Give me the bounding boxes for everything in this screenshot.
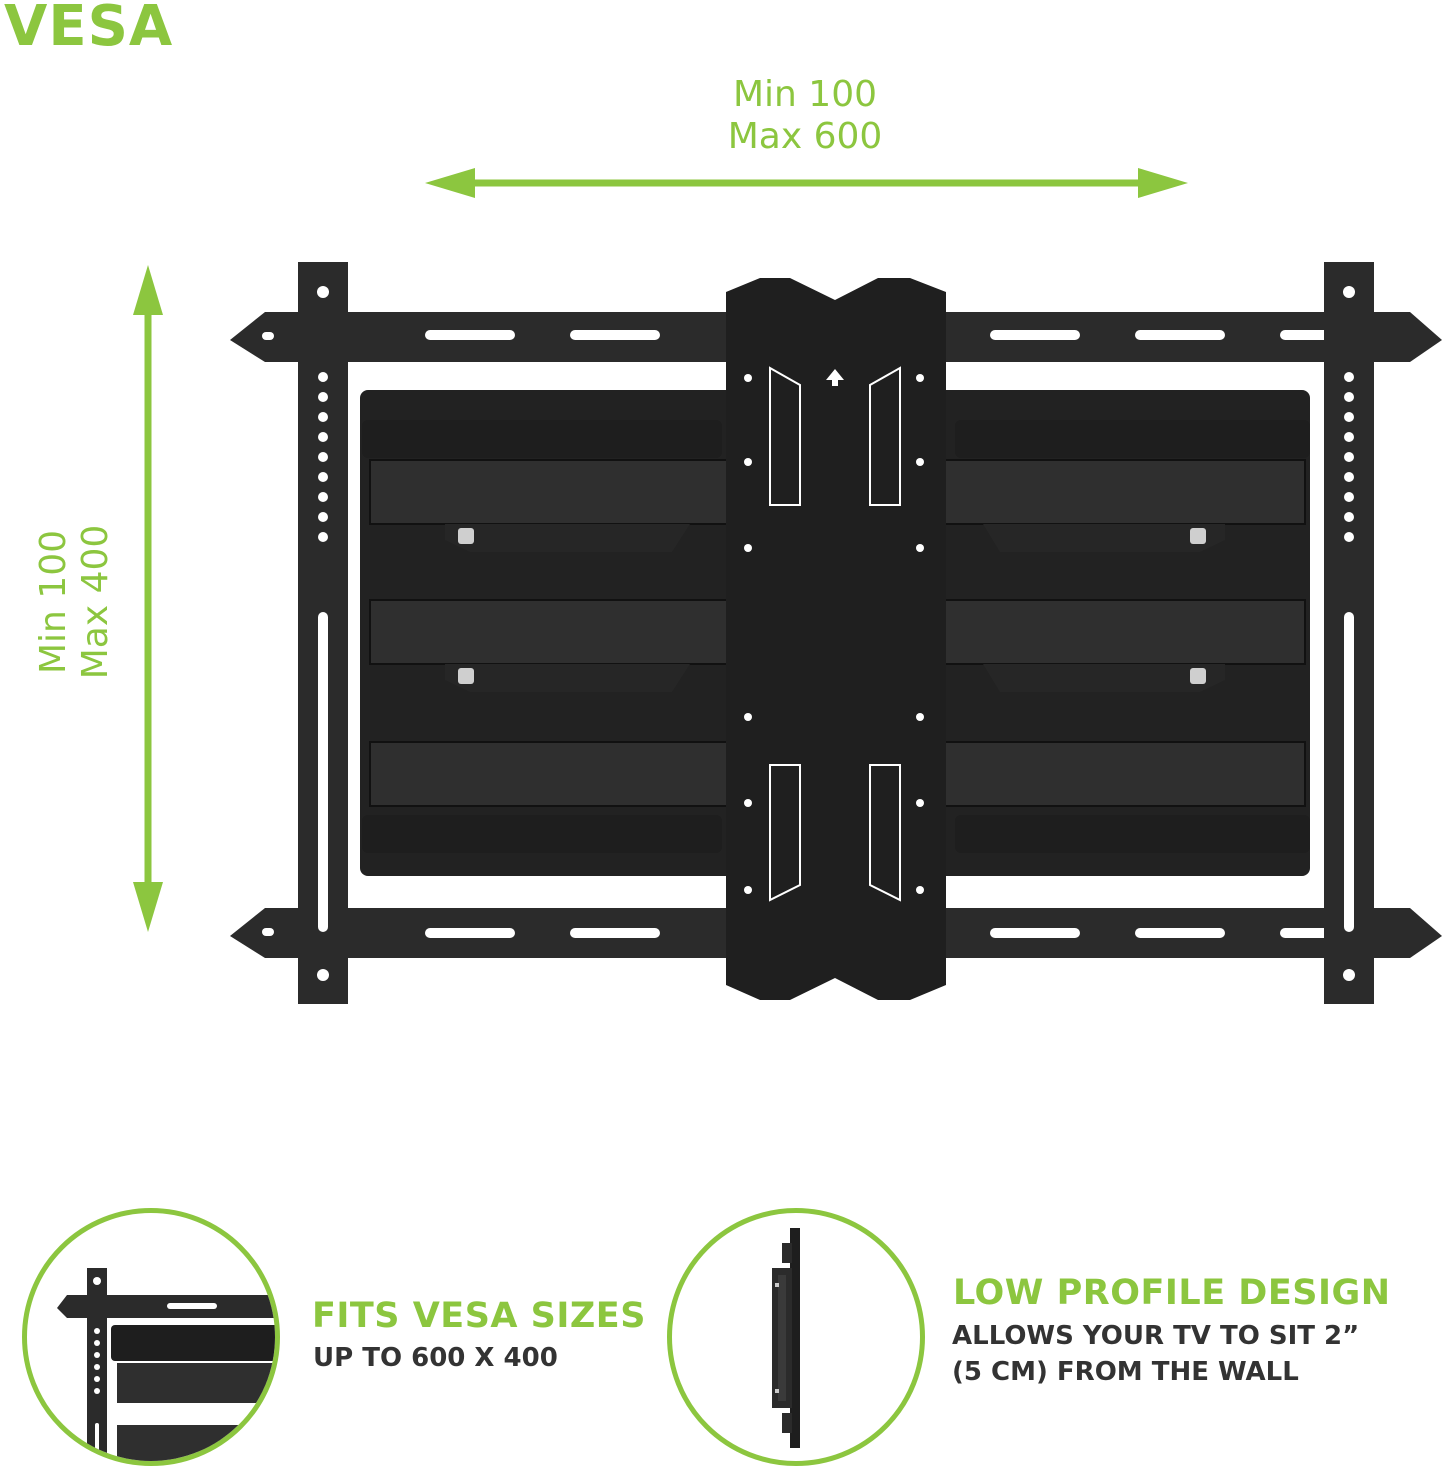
page-title: VESA (4, 0, 174, 59)
mount-side-profile-icon (667, 1208, 925, 1466)
horizontal-max-label: Max 600 (727, 116, 883, 157)
fits-vesa-subtitle: UP TO 600 X 400 (313, 1343, 558, 1373)
horizontal-dimension-arrow (425, 168, 1188, 198)
vertical-min-label: Min 100 (33, 529, 74, 675)
horizontal-min-label: Min 100 (732, 74, 878, 115)
low-profile-subtitle-line-1: ALLOWS YOUR TV TO SIT 2” (952, 1321, 1360, 1351)
mount-closeup-icon (22, 1208, 280, 1466)
low-profile-subtitle: ALLOWS YOUR TV TO SIT 2” (5 CM) FROM THE… (952, 1318, 1359, 1390)
fits-vesa-title: FITS VESA SIZES (312, 1296, 646, 1336)
low-profile-title: LOW PROFILE DESIGN (953, 1273, 1391, 1313)
low-profile-subtitle-line-2: (5 CM) FROM THE WALL (952, 1357, 1299, 1387)
wall-mount-bracket (230, 262, 1442, 1004)
vertical-range-label: Min 100 Max 400 (33, 447, 117, 757)
horizontal-range-label: Min 100 Max 600 (650, 74, 960, 158)
vertical-max-label: Max 400 (75, 524, 116, 680)
vertical-dimension-arrow (133, 265, 163, 932)
